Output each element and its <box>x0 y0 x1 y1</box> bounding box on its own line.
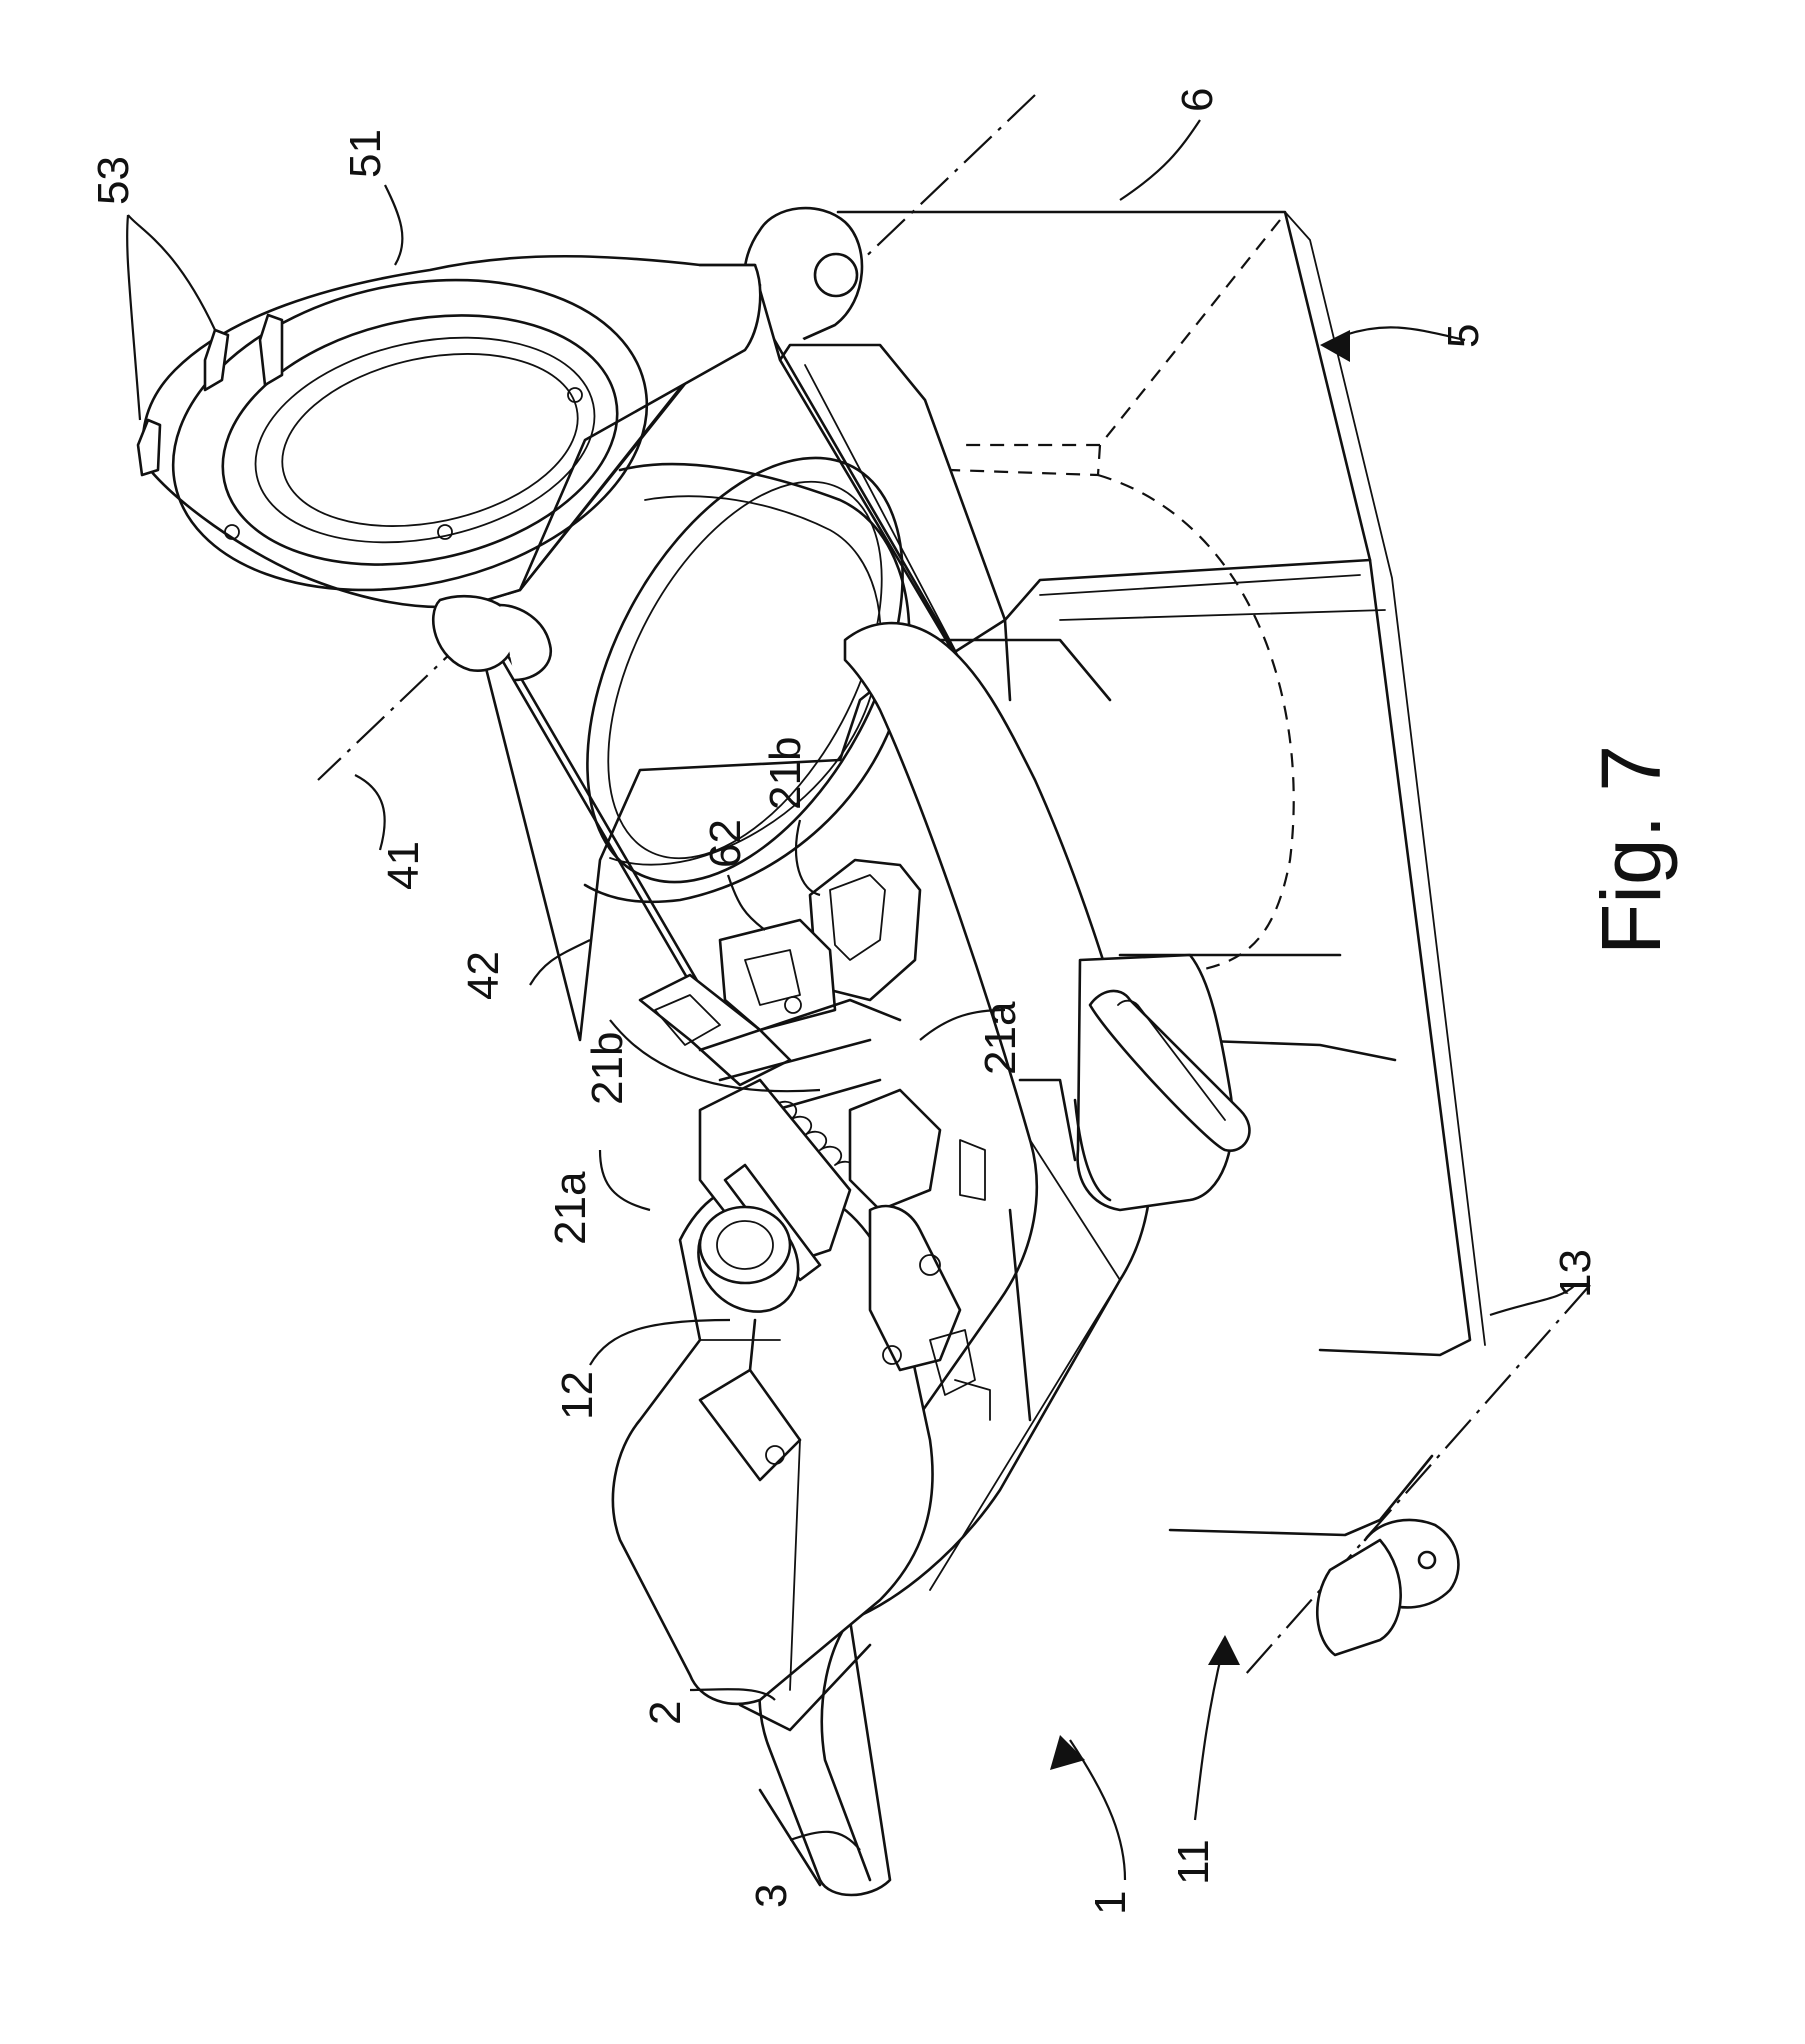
label-6: 6 <box>1173 88 1222 112</box>
label-21b-top: 21b <box>761 737 810 810</box>
arrowhead-11 <box>1208 1635 1240 1665</box>
axis-13 <box>1245 1285 1590 1675</box>
label-51: 51 <box>341 129 390 178</box>
label-21a-left: 21a <box>546 1171 595 1245</box>
label-21b-mid: 21b <box>583 1032 632 1105</box>
label-53: 53 <box>89 156 138 205</box>
label-12: 12 <box>553 1371 602 1420</box>
label-41: 41 <box>379 841 428 890</box>
label-5: 5 <box>1439 324 1488 348</box>
figure-title: Fig. 7 <box>1584 745 1678 955</box>
label-42: 42 <box>459 951 508 1000</box>
label-3: 3 <box>747 1884 796 1908</box>
label-1: 1 <box>1086 1891 1135 1915</box>
label-62: 62 <box>701 819 750 868</box>
label-11: 11 <box>1169 1839 1218 1885</box>
label-2: 2 <box>641 1701 690 1725</box>
arrowhead-1 <box>1050 1735 1085 1770</box>
label-13: 13 <box>1551 1249 1600 1298</box>
label-21a-right: 21a <box>976 1001 1025 1075</box>
arrowhead-5 <box>1320 330 1350 362</box>
hinge-13 <box>1317 1520 1458 1655</box>
